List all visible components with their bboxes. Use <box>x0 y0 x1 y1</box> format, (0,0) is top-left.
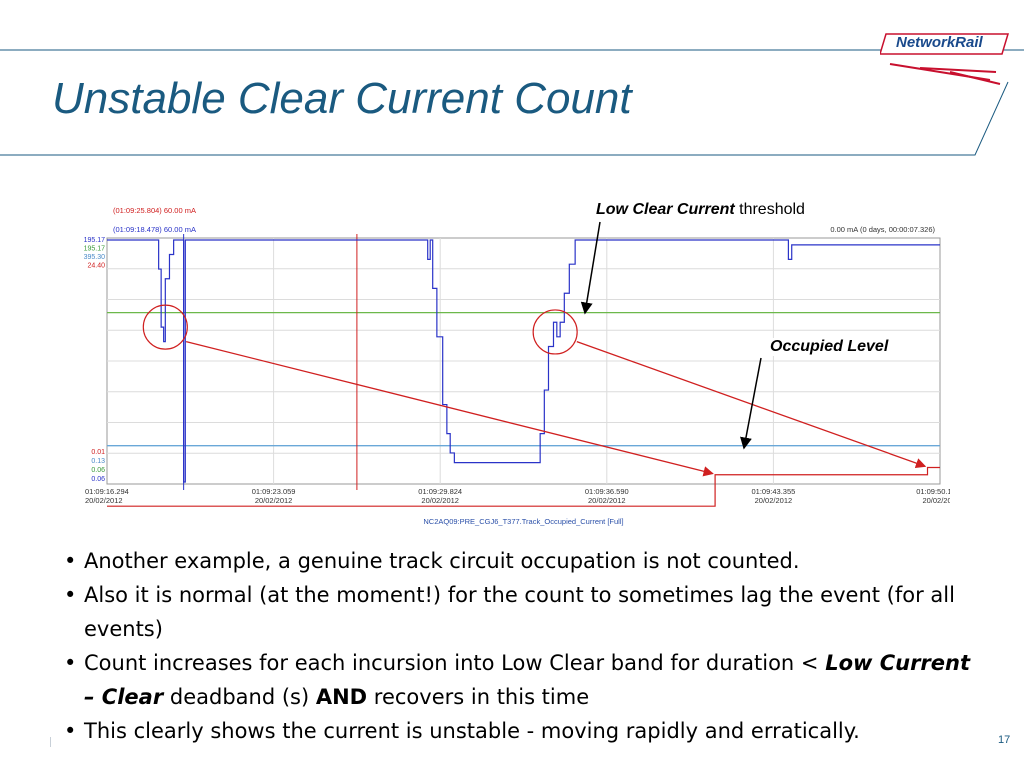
bullet-1: Another example, a genuine track circuit… <box>62 544 982 578</box>
blue-cursor-readout: (01:09:18.478) 60.00 mA <box>113 225 196 234</box>
low-clear-current-annotation: Low Clear Current threshold <box>596 201 805 219</box>
y-bottom-label: 0.01 <box>91 449 105 456</box>
x-tick-label: 01:09:16.294 <box>85 487 129 496</box>
header-decoration <box>0 49 1024 156</box>
bullet-3: Count increases for each incursion into … <box>62 646 982 714</box>
x-tick-label: 01:09:23.059 <box>252 487 296 496</box>
low-clear-pointer-arrow <box>580 221 601 315</box>
highlight-circle-1 <box>142 304 188 350</box>
red-arrow-2 <box>576 341 927 469</box>
logo-text: NetworkRail <box>896 34 983 51</box>
x-tick-label: 01:09:43.355 <box>752 487 796 496</box>
x-tick-label: 01:09:36.590 <box>585 487 629 496</box>
y-bottom-label: 0.13 <box>91 458 105 465</box>
occupied-pointer-arrow <box>740 357 762 450</box>
network-rail-logo <box>880 33 1010 85</box>
x-tick-date: 20/02/2012 <box>421 496 459 505</box>
x-tick-date: 20/02/2012 <box>255 496 293 505</box>
signal-series-line <box>107 239 940 483</box>
x-tick-date: 20/02/2012 <box>85 496 123 505</box>
x-tick-date: 20/02/2012 <box>922 496 950 505</box>
y-top-label: 395.30 <box>84 254 106 261</box>
bullet-4: This clearly shows the current is unstab… <box>62 714 982 748</box>
y-top-label: 24.40 <box>87 263 105 270</box>
chart-svg: 01:09:16.29420/02/201201:09:23.05920/02/… <box>84 206 950 526</box>
red-arrow-1 <box>185 341 714 477</box>
x-tick-label: 01:09:50.120 <box>916 487 950 496</box>
bullet-list: Another example, a genuine track circuit… <box>62 544 982 748</box>
y-bottom-label: 0.06 <box>91 476 105 483</box>
y-top-label: 195.17 <box>84 246 106 253</box>
x-axis-label: NC2AQ09:PRE_CGJ6_T377.Track_Occupied_Cur… <box>423 517 623 526</box>
bullet-2: Also it is normal (at the moment!) for t… <box>62 578 982 646</box>
footer-mark <box>50 737 51 747</box>
highlight-circle-2 <box>532 309 578 355</box>
occupied-level-annotation: Occupied Level <box>766 338 893 356</box>
y-top-label: 195.17 <box>84 237 106 244</box>
page-title: Unstable Clear Current Count <box>52 74 632 123</box>
slide-number: 17 <box>998 734 1011 746</box>
count-series-line <box>107 466 940 507</box>
red-cursor-readout: (01:09:25.804) 60.00 mA <box>113 206 196 215</box>
x-tick-date: 20/02/2012 <box>755 496 793 505</box>
x-tick-label: 01:09:29.824 <box>418 487 462 496</box>
y-bottom-label: 0.06 <box>91 467 105 474</box>
x-tick-date: 20/02/2012 <box>588 496 626 505</box>
delta-readout: 0.00 mA (0 days, 00:00:07.326) <box>830 225 935 234</box>
